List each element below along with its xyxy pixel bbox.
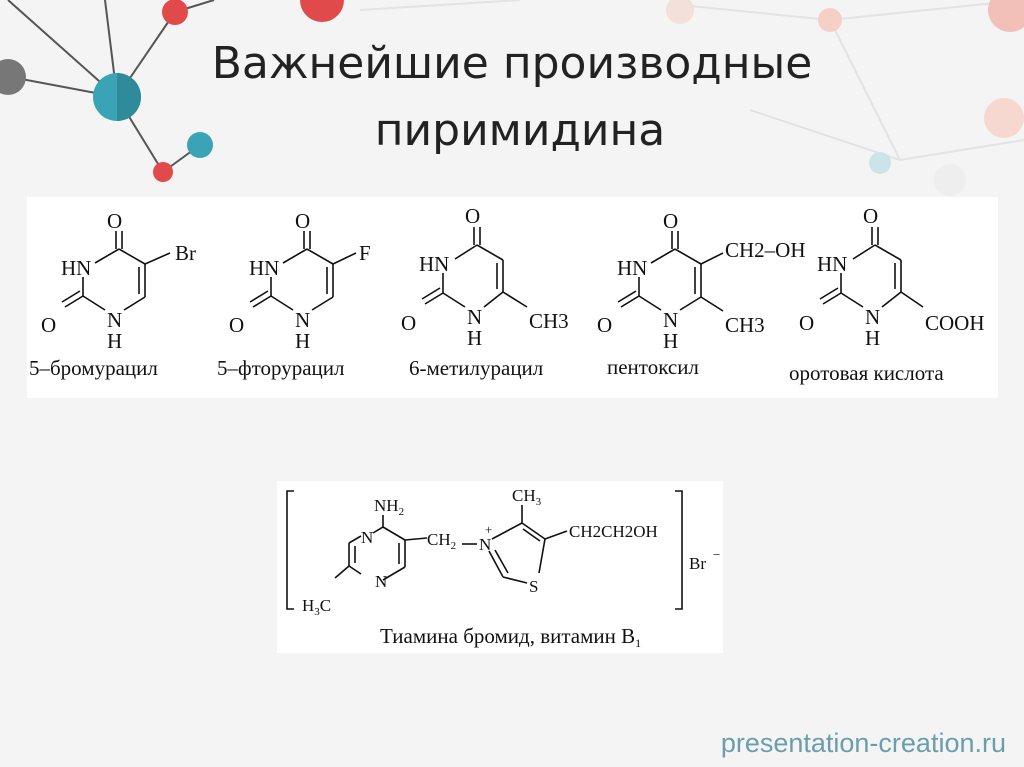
aminopyrimidine-ring (334, 515, 428, 581)
slide-title-line2: пиримидина (374, 105, 666, 156)
derivatives-panel: O Br HN O N H 5–бромурацил O F HN O (27, 197, 998, 398)
hydrogen-atom: H (865, 326, 880, 350)
methyl-group: H3C (302, 596, 331, 618)
hydrogen-atom: H (295, 329, 310, 353)
molecule-bromouracil: O Br HN O N H 5–бромурацил (29, 209, 196, 380)
molecule-fluorouracil: O F HN O N H 5–фторурацил (217, 209, 371, 380)
bromo-substituent: Br (175, 241, 196, 265)
caption-orotic-acid: оротовая кислота (789, 361, 944, 385)
oxygen-atom: O (799, 311, 814, 335)
gray-node (0, 59, 26, 95)
methylene-bridge: CH2 (427, 530, 456, 552)
caption-pentoxyl: пентоксил (607, 355, 699, 379)
thiazolium-ring (488, 505, 568, 584)
ring-nitrogen-top: N (361, 528, 373, 547)
red-node-small (153, 162, 173, 182)
oxygen-atom: O (663, 209, 678, 233)
nitrogen-atom: N (107, 308, 122, 332)
nitrogen-atom: N (295, 308, 310, 332)
oxygen-atom: O (465, 204, 480, 228)
molecule-pentoxyl: O CH2–OH HN O N H CH3 пентоксил (597, 209, 806, 379)
red-node-top (162, 0, 188, 25)
hn-atom: HN (817, 252, 847, 276)
oxygen-atom: O (597, 313, 612, 337)
hydrogen-atom: H (107, 329, 122, 353)
hydroxyethyl-chain: CH2CH2OH (569, 522, 658, 541)
positive-charge: + (485, 522, 492, 537)
methyl-substituent: CH3 (725, 313, 765, 337)
caption-methyluracil: 6-метилурацил (409, 356, 543, 380)
carboxyl-substituent: COOH (925, 311, 985, 335)
methyl-substituent: CH3 (529, 309, 569, 333)
oxygen-atom: O (295, 209, 310, 233)
oxygen-atom: O (41, 313, 56, 337)
hydrogen-atom: H (467, 326, 482, 350)
hydroxymethyl-substituent: CH2–OH (725, 238, 806, 262)
slide-title-line1: Важнейшие производные (211, 38, 813, 89)
nitrogen-atom: N (663, 308, 678, 332)
oxygen-atom: O (229, 313, 244, 337)
oxygen-atom: O (401, 311, 416, 335)
caption-bromouracil: 5–бромурацил (29, 356, 158, 380)
thiazole-methyl: CH3 (512, 486, 542, 508)
thiamine-structure: NH2 N N H3C CH2 N + S CH3 CH2CH2OH Br − … (286, 486, 720, 650)
fluoro-substituent: F (359, 241, 371, 265)
molecule-orotic-acid: O HN O N H COOH оротовая кислота (789, 204, 985, 385)
thiazolium-nitrogen: N (479, 535, 491, 554)
hn-atom: HN (61, 256, 91, 280)
hn-atom: HN (617, 256, 647, 280)
left-bracket (286, 490, 294, 610)
derivatives-structures: O Br HN O N H 5–бромурацил O F HN O (29, 204, 985, 385)
amino-group: NH2 (374, 496, 404, 518)
caption-fluorouracil: 5–фторурацил (217, 356, 345, 380)
sulfur-atom: S (529, 577, 538, 596)
bromide-counterion: Br (689, 554, 706, 573)
hydrogen-atom: H (663, 329, 678, 353)
oxygen-atom: O (863, 204, 878, 228)
watermark-text: presentation-creation.ru (720, 728, 1006, 758)
thiamine-panel: NH2 N N H3C CH2 N + S CH3 CH2CH2OH Br − … (277, 481, 723, 653)
nitrogen-atom: N (865, 305, 880, 329)
hn-atom: HN (419, 252, 449, 276)
right-bracket (675, 490, 683, 610)
thiamine-caption: Тиамина бромид, витамин B1 (380, 624, 641, 650)
blue-node-small (187, 132, 213, 158)
negative-charge: − (713, 547, 720, 562)
hn-atom: HN (249, 256, 279, 280)
red-node-edge (300, 0, 344, 22)
nitrogen-atom: N (467, 305, 482, 329)
molecule-methyluracil: O HN O N H CH3 6-метилурацил (401, 204, 569, 380)
oxygen-atom: O (107, 209, 122, 233)
ring-nitrogen-bottom: N (375, 572, 387, 591)
